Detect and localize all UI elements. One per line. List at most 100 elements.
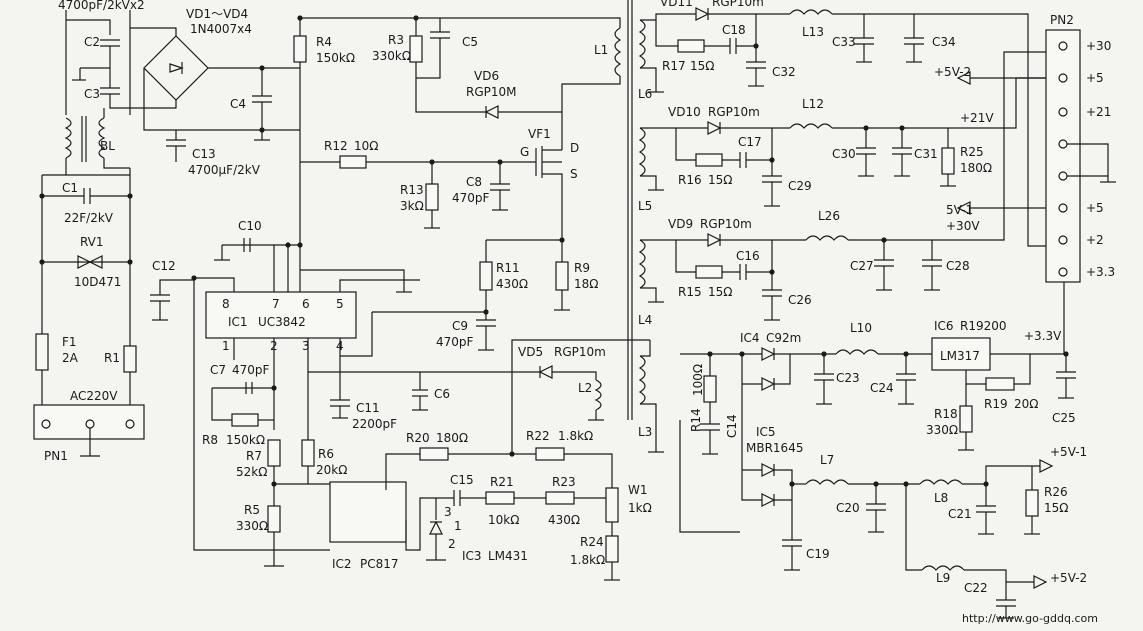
label-r7-val: 52kΩ (236, 465, 267, 479)
label-ac: AC220V (70, 389, 118, 403)
label-r11: R11 (496, 261, 520, 275)
label-r16: R16 (678, 173, 702, 187)
label-r21-val: 10kΩ (488, 513, 519, 527)
label-c27: C27 (850, 259, 874, 273)
label-out-5v1: 5V-1 (946, 203, 973, 217)
label-c21: C21 (948, 507, 972, 521)
label-r5: R5 (244, 503, 260, 517)
label-r3: R3 (388, 33, 404, 47)
label-l3: L3 (638, 425, 652, 439)
label-c22: C22 (964, 581, 988, 595)
label-vd10: VD10 (668, 105, 701, 119)
label-vd5-val: RGP10m (554, 345, 606, 359)
label-r12: R12 (324, 139, 348, 153)
label-vd9-val: RGP10m (700, 217, 752, 231)
label-ic3-p3: 3 (444, 505, 452, 519)
label-r16-val: 15Ω (708, 173, 732, 187)
label-c13-val: 4700μF/2kV (188, 163, 261, 177)
label-out-30v: +30V (946, 219, 980, 233)
label-ic3-p2: 2 (448, 537, 456, 551)
label-r15-val: 15Ω (708, 285, 732, 299)
label-r9: R9 (574, 261, 590, 275)
label-c24: C24 (870, 381, 894, 395)
label-pn2-pin-8: +3.3 (1086, 265, 1115, 279)
label-r17: R17 (662, 59, 686, 73)
label-ic2-part: PC817 (360, 557, 399, 571)
label-r5-val: 330Ω (236, 519, 268, 533)
label-l7: L7 (820, 453, 834, 467)
label-r23: R23 (552, 475, 576, 489)
label-pn2-pin-3: +21 (1086, 105, 1111, 119)
label-ic1: IC1 (228, 315, 248, 329)
label-c1-val: 22F/2kV (64, 211, 114, 225)
label-out-5v2: +5V-2 (934, 65, 971, 79)
label-c23: C23 (836, 371, 860, 385)
label-r25-val: 180Ω (960, 161, 992, 175)
label-r24-val: 1.8kΩ (570, 553, 605, 567)
label-ic3: IC3 (462, 549, 482, 563)
label-l10: L10 (850, 321, 872, 335)
label-w1-val: 1kΩ (628, 501, 652, 515)
label-r14: R14 (689, 408, 703, 432)
label-pn2-pin-6: +5 (1086, 201, 1104, 215)
label-r17-val: 15Ω (690, 59, 714, 73)
label-bridge: VD1～VD4 (186, 7, 248, 21)
label-r4-val: 150kΩ (316, 51, 355, 65)
label-c30: C30 (832, 147, 856, 161)
label-c16: C16 (736, 249, 760, 263)
label-r4: R4 (316, 35, 332, 49)
label-c15: C15 (450, 473, 474, 487)
label-r9-val: 18Ω (574, 277, 598, 291)
label-l12: L12 (802, 97, 824, 111)
label-c7: C7 (210, 363, 226, 377)
label-ic2: IC2 (332, 557, 352, 571)
label-c1: C1 (62, 181, 78, 195)
label-r22-val: 1.8kΩ (558, 429, 593, 443)
label-r13-val: 3kΩ (400, 199, 424, 213)
label-w1: W1 (628, 483, 648, 497)
label-r12-val: 10Ω (354, 139, 378, 153)
label-r26-val: 15Ω (1044, 501, 1068, 515)
label-r8: R8 (202, 433, 218, 447)
label-r21: R21 (490, 475, 514, 489)
label-c26: C26 (788, 293, 812, 307)
label-vd6-val: RGP10M (466, 85, 517, 99)
label-c12: C12 (152, 259, 176, 273)
label-s: S (570, 167, 578, 181)
label-bridge-part: 1N4007x4 (190, 22, 252, 36)
label-r6: R6 (318, 447, 334, 461)
label-f1-val: 2A (62, 351, 79, 365)
label-c34: C34 (932, 35, 956, 49)
label-pin2: 2 (270, 339, 278, 353)
label-pin5: 5 (336, 297, 344, 311)
label-out-33v: +3.3V (1024, 329, 1062, 343)
label-c13: C13 (192, 147, 216, 161)
label-c17: C17 (738, 135, 762, 149)
label-r6-val: 20kΩ (316, 463, 347, 477)
label-c6: C6 (434, 387, 450, 401)
label-c18: C18 (722, 23, 746, 37)
label-l1: L1 (594, 43, 608, 57)
label-vd9: VD9 (668, 217, 693, 231)
label-out-5v2-b: +5V-2 (1050, 571, 1087, 585)
label-out-5v1-b: +5V-1 (1050, 445, 1087, 459)
label-r19: R19 (984, 397, 1008, 411)
label-r18-val: 330Ω (926, 423, 958, 437)
label-r20: R20 (406, 431, 430, 445)
label-l2: L2 (578, 381, 592, 395)
label-bl: BL (100, 139, 115, 153)
label-r13: R13 (400, 183, 424, 197)
label-vf1: VF1 (528, 127, 551, 141)
label-ic4: IC4 (740, 331, 760, 345)
label-c8-val: 470pF (452, 191, 490, 205)
label-rv1-val: 10D471 (74, 275, 121, 289)
label-l5: L5 (638, 199, 652, 213)
label-ic6-part: R19200 (960, 319, 1007, 333)
label-c8: C8 (466, 175, 482, 189)
label-r18: R18 (934, 407, 958, 421)
label-pn1: PN1 (44, 449, 68, 463)
label-c-top: 4700pF/2kVx2 (58, 0, 145, 12)
label-vd5: VD5 (518, 345, 543, 359)
label-c14: C14 (725, 414, 739, 438)
label-r3-val: 330kΩ (372, 49, 411, 63)
